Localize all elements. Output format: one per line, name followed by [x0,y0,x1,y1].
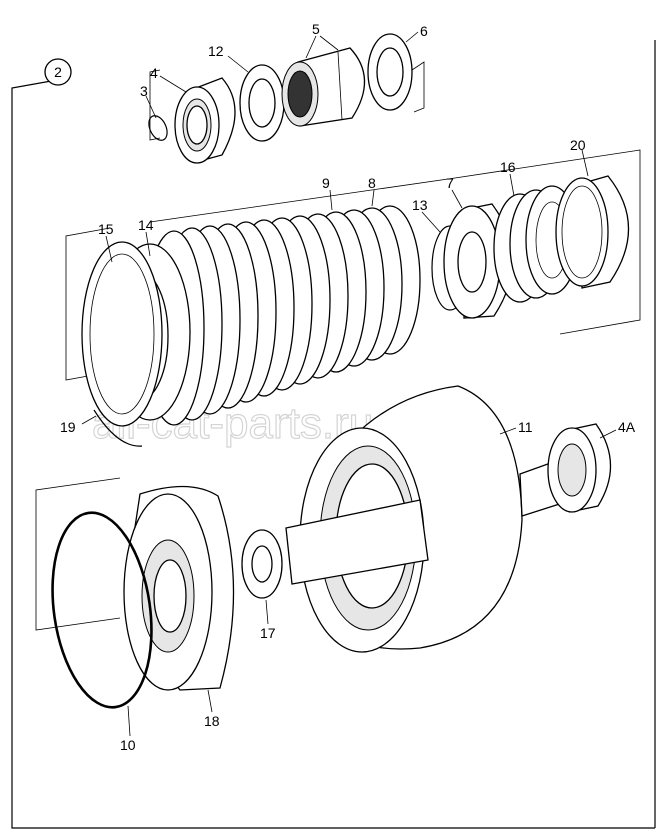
callout-5: 5 [312,21,320,37]
callout-3: 3 [140,83,148,99]
group-number: 2 [54,64,62,80]
callout-10: 10 [120,737,136,753]
callout-4a: 4A [618,419,636,435]
callout-16: 16 [500,159,516,175]
part-19-snap-ring [93,409,143,447]
part-11-hub-drum [285,385,573,653]
callout-20: 20 [570,137,586,153]
part-5-sleeve [281,47,366,127]
callout-15: 15 [98,221,114,237]
group-bracket-top [149,61,425,141]
callout-11: 11 [518,419,533,435]
part-3-snap-ring [148,115,168,141]
frame [11,40,656,829]
group-bracket-bottom [35,477,121,631]
part-6-washer [367,33,413,111]
part-10-o-ring [51,511,153,709]
callout-labels: 3 4 5 6 12 9 8 7 13 16 20 15 14 19 11 4A… [60,21,636,753]
callout-13: 13 [412,197,428,213]
part-17-washer [241,529,283,599]
callout-17: 17 [260,625,276,641]
leader-lines [81,31,617,737]
callout-18: 18 [204,713,220,729]
group-number-badge: 2 [44,58,72,86]
part-7-piston [443,203,514,319]
callout-19: 19 [60,419,76,435]
callout-4: 4 [150,65,158,81]
part-12-washer [239,64,285,142]
callout-12: 12 [208,43,224,59]
callout-8: 8 [368,175,376,191]
callout-9: 9 [322,175,330,191]
part-4-bearing [174,77,236,164]
callout-14: 14 [138,217,154,233]
callout-7: 7 [446,175,454,191]
part-4a-bearing [547,423,612,513]
part-clutch-pack [81,205,421,427]
part-18-carrier [123,485,235,691]
callout-6: 6 [420,23,428,39]
part-20-ring [555,175,630,289]
